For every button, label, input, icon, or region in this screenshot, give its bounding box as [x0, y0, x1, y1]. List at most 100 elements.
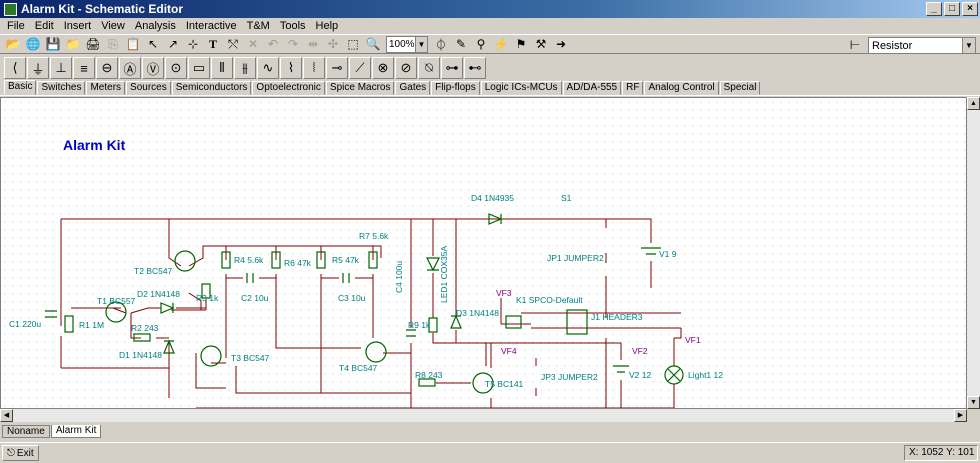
voltage-source-icon[interactable]: ⊖ — [96, 57, 118, 79]
battery-icon[interactable]: ⊥ — [50, 57, 72, 79]
led1-diode — [426, 257, 440, 272]
mirror-icon[interactable]: ⇹ — [307, 37, 319, 51]
meter-icon[interactable]: ⊘ — [395, 57, 417, 79]
component-probe-icon[interactable]: ⚲ — [476, 37, 486, 51]
paste-icon[interactable]: 📋 — [125, 37, 141, 51]
multicell-battery-icon[interactable]: ≡ — [73, 57, 95, 79]
print-icon[interactable]: 🖨 — [85, 37, 101, 51]
tab-spice-macros[interactable]: Spice Macros — [325, 81, 395, 95]
exit-icon: ⎋ — [7, 447, 15, 459]
tab-flip-flops[interactable]: Flip-flops — [431, 81, 480, 95]
coil-icon[interactable]: ⌇ — [280, 57, 302, 79]
component-icon[interactable]: ⊢ — [849, 38, 861, 52]
text-tool-icon[interactable]: T — [208, 36, 217, 51]
menu-help[interactable]: Help — [315, 20, 339, 32]
t2-body — [174, 250, 196, 272]
capacitor-icon[interactable]: ⫴ — [211, 57, 233, 79]
category-tabs: Basic Switches Meters Sources Semiconduc… — [0, 80, 980, 96]
tab-semiconductors[interactable]: Semiconductors — [171, 81, 252, 95]
transformer-icon[interactable]: ⦚ — [303, 57, 325, 79]
potentiometer-icon[interactable]: ⊶ — [441, 57, 463, 79]
menu-insert[interactable]: Insert — [63, 20, 92, 32]
copy-icon[interactable]: ⎘ — [108, 36, 118, 51]
arrow-tool-icon[interactable]: ➜ — [555, 37, 567, 51]
minimize-button[interactable]: _ — [926, 2, 942, 16]
pointer-icon[interactable]: ↖ — [147, 37, 159, 51]
grid-icon[interactable]: ✣ — [327, 37, 339, 51]
scroll-right-arrow-icon[interactable]: ▶ — [954, 409, 967, 422]
tab-special[interactable]: Special — [719, 81, 761, 95]
r7-body — [368, 251, 378, 269]
analysis-mode-icon[interactable]: ⏀ — [434, 37, 447, 52]
tab-gates[interactable]: Gates — [395, 81, 431, 95]
label-v1: V1 9 — [659, 249, 677, 259]
menu-view[interactable]: View — [101, 20, 125, 32]
r8-body — [418, 378, 436, 387]
varistor-icon[interactable]: ⍉ — [418, 57, 440, 79]
menu-tm[interactable]: T&M — [246, 20, 270, 32]
open-folder-icon[interactable]: 📂 — [5, 37, 21, 51]
current-source-icon[interactable]: ⊙ — [165, 57, 187, 79]
doc-tab-alarm-kit[interactable]: Alarm Kit — [50, 425, 102, 438]
r6-body — [271, 251, 281, 269]
rotate-right-icon[interactable]: ↷ — [287, 37, 299, 51]
zoom-icon[interactable]: 🔍 — [365, 37, 381, 51]
exit-button[interactable]: ⎋ Exit — [2, 445, 39, 461]
instrument-icon[interactable]: ⚡ — [493, 37, 509, 51]
menu-edit[interactable]: Edit — [34, 20, 54, 32]
horizontal-scrollbar[interactable]: ◀ ▶ — [0, 409, 967, 422]
menu-analysis[interactable]: Analysis — [134, 20, 176, 32]
resistor-icon[interactable]: ▭ — [188, 57, 210, 79]
maximize-button[interactable]: □ — [944, 2, 960, 16]
toggle-switch-icon[interactable]: ⟋ — [349, 57, 371, 79]
probe-icon[interactable]: ✎ — [455, 37, 467, 51]
select-area-icon[interactable]: ⬚ — [347, 37, 359, 51]
tab-meters[interactable]: Meters — [86, 81, 126, 95]
label-d4: D4 1N4935 — [471, 193, 514, 203]
close-button[interactable]: × — [962, 2, 978, 16]
save-icon[interactable]: 💾 — [45, 37, 61, 51]
lamp-icon[interactable]: ⊗ — [372, 57, 394, 79]
folder-icon[interactable]: 📁 — [65, 37, 81, 51]
delete-icon[interactable]: ✕ — [247, 37, 259, 51]
title-bar: Alarm Kit - Schematic Editor _ □ × — [0, 0, 980, 18]
doc-tab-noname[interactable]: Noname — [2, 425, 50, 438]
schematic-canvas[interactable]: Alarm Kit T2 BC547 T1 BC557 D2 1N4148 R3… — [0, 97, 967, 409]
voltmeter-icon[interactable]: Ⓥ — [142, 57, 164, 79]
vertical-scrollbar[interactable]: ▲ ▼ — [967, 97, 980, 409]
scroll-left-arrow-icon[interactable]: ◀ — [0, 409, 13, 422]
tab-logic-ics[interactable]: Logic ICs-MCUs — [480, 81, 562, 95]
polarized-capacitor-icon[interactable]: ⫵ — [234, 57, 256, 79]
label-r1: R1 1M — [79, 320, 104, 330]
ammeter-icon[interactable]: Ⓐ — [119, 57, 141, 79]
variable-resistor-icon[interactable]: ⊷ — [464, 57, 486, 79]
ground-icon[interactable]: ⏚ — [27, 57, 49, 79]
tab-analog-control[interactable]: Analog Control — [644, 81, 719, 95]
hide-icon[interactable]: ⤲ — [228, 36, 238, 51]
web-icon[interactable]: 🌐 — [25, 37, 41, 51]
r5-body — [316, 251, 326, 269]
label-t1: T1 BC557 — [97, 296, 136, 306]
menu-file[interactable]: File — [7, 20, 25, 32]
scroll-up-icon[interactable]: ▲ — [967, 97, 980, 110]
fault-icon[interactable]: ⚑ — [515, 37, 527, 51]
tab-rf[interactable]: RF — [622, 81, 644, 95]
zoom-select[interactable]: 100% ▼ — [386, 35, 428, 53]
menu-interactive[interactable]: Interactive — [185, 20, 237, 32]
component-select[interactable]: Resistor ▼ — [868, 37, 976, 54]
rotate-left-icon[interactable]: ↶ — [267, 37, 279, 51]
repair-icon[interactable]: ⚒ — [535, 37, 547, 51]
app-icon — [4, 2, 17, 16]
tab-optoelectronic[interactable]: Optoelectronic — [252, 81, 325, 95]
scroll-left-icon[interactable]: ⟨ — [4, 57, 26, 79]
tab-sources[interactable]: Sources — [126, 81, 171, 95]
inductor-icon[interactable]: ∿ — [257, 57, 279, 79]
wire-tool-icon[interactable]: ↗ — [167, 37, 179, 51]
switch-icon[interactable]: ⊸ — [326, 57, 348, 79]
tab-adda-555[interactable]: AD/DA-555 — [562, 81, 622, 95]
tab-switches[interactable]: Switches — [37, 81, 86, 95]
tab-basic[interactable]: Basic — [4, 80, 37, 95]
scroll-down-icon[interactable]: ▼ — [967, 396, 980, 409]
wire-icon[interactable]: ⊹ — [187, 37, 199, 51]
menu-tools[interactable]: Tools — [279, 20, 306, 32]
